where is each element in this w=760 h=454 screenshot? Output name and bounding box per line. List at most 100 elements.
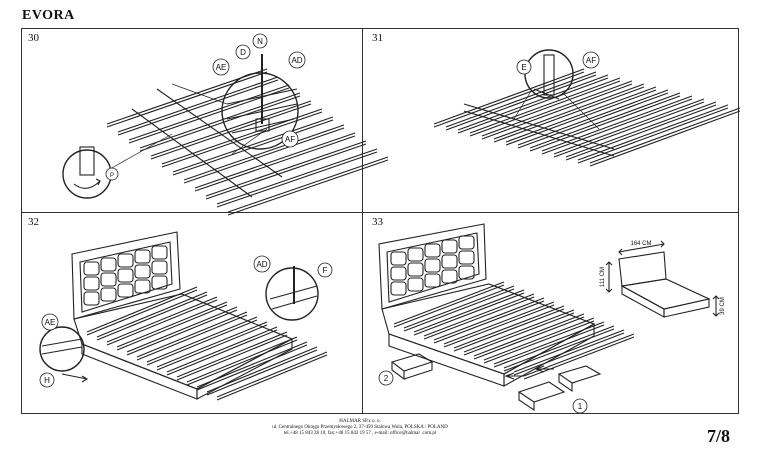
label-h: H xyxy=(44,376,50,385)
slat-line xyxy=(126,309,238,356)
slat-line xyxy=(457,77,609,134)
headboard-tuft xyxy=(390,281,407,296)
slat-line xyxy=(161,111,323,168)
slat-line xyxy=(216,151,378,208)
slat-line xyxy=(227,156,389,213)
headboard-tuft xyxy=(83,261,100,276)
slat-line xyxy=(565,104,717,161)
slat-line xyxy=(205,140,367,197)
label-one: 1 xyxy=(578,402,583,411)
slat-line xyxy=(227,159,389,216)
slat-line xyxy=(443,304,555,348)
slat-line xyxy=(206,346,318,393)
slat-line xyxy=(146,319,258,366)
slat-line xyxy=(483,317,595,361)
slat-line xyxy=(117,79,279,136)
slat-line xyxy=(186,339,298,386)
slat-line xyxy=(146,316,258,363)
grid-divider-horizontal xyxy=(21,212,739,213)
slat-line xyxy=(517,92,669,149)
slat-line xyxy=(553,98,705,155)
dim-length: 111 CM xyxy=(600,267,606,287)
headboard-tuft xyxy=(424,243,441,258)
label-two: 2 xyxy=(384,374,389,383)
slat-line xyxy=(139,92,301,149)
step-31-number: 31 xyxy=(372,32,383,44)
headboard-tuft xyxy=(390,251,407,266)
headboard-tuft xyxy=(424,258,441,273)
dim-width: 164 CM xyxy=(630,241,651,247)
dim-height: 39 CM xyxy=(720,297,726,315)
footer-address: ul. Centralnego Okręgu Przemysłowego 2, … xyxy=(272,425,448,430)
slat-line xyxy=(483,320,595,364)
headboard-tuft xyxy=(458,265,475,280)
slat-line xyxy=(505,89,657,146)
headboard-tuft xyxy=(424,273,441,288)
label-p: P xyxy=(110,173,114,179)
headboard-tuft xyxy=(100,257,117,272)
slat-line xyxy=(156,324,268,371)
slat-line xyxy=(183,127,345,184)
slat-line xyxy=(493,324,605,368)
slat-line xyxy=(96,294,208,341)
slat-line xyxy=(403,288,515,332)
slat-line xyxy=(445,71,597,128)
slat-line xyxy=(106,299,218,346)
slat-line xyxy=(433,71,585,128)
slat-line xyxy=(453,305,565,349)
footer-company: HALMAR SP.z o. o. xyxy=(339,419,381,424)
headboard-tuft xyxy=(458,250,475,265)
slat-line xyxy=(469,77,621,134)
headboard-tuft xyxy=(83,291,100,306)
slat-line xyxy=(161,108,323,165)
slat-line xyxy=(393,284,505,328)
slat-line xyxy=(473,313,585,357)
headboard-tuft xyxy=(441,239,458,254)
slat-line xyxy=(453,308,565,352)
headboard-tuft xyxy=(117,253,134,268)
headboard-tuft xyxy=(151,260,168,275)
slat-line xyxy=(481,83,633,140)
step-30-drawing: N D AE AD AF P xyxy=(62,33,389,216)
slat-line xyxy=(106,296,218,343)
headboard-tuft xyxy=(407,277,424,292)
slat-line xyxy=(443,301,555,345)
label-ae: AE xyxy=(216,63,227,72)
headboard-tuft xyxy=(458,235,475,250)
slat-line xyxy=(216,354,328,401)
label-e: E xyxy=(521,63,526,72)
slat-line xyxy=(176,334,288,381)
slat-line xyxy=(86,289,198,336)
slat-line xyxy=(577,107,729,164)
headboard-tuft xyxy=(407,247,424,262)
slat-line xyxy=(150,103,312,160)
slat-line xyxy=(126,306,238,353)
slat-line xyxy=(403,285,515,329)
grid-divider-vertical xyxy=(362,28,363,414)
slat-line xyxy=(172,116,334,173)
slat-line xyxy=(589,110,741,167)
headboard-tuft xyxy=(100,272,117,287)
label-ad: AD xyxy=(291,56,302,65)
slat-line xyxy=(96,291,208,338)
headboard-tuft xyxy=(134,279,151,294)
slat-line xyxy=(116,304,228,351)
slat-line xyxy=(176,331,288,378)
slat-line xyxy=(194,132,356,189)
headboard-tuft xyxy=(117,283,134,298)
slat-line xyxy=(194,135,356,192)
slat-line xyxy=(206,349,318,396)
slat-line xyxy=(473,316,585,360)
headboard-tuft xyxy=(390,266,407,281)
headboard-tuft xyxy=(100,287,117,302)
slat-line xyxy=(423,293,535,337)
slat-line xyxy=(505,86,657,143)
step-33-drawing: 2 1 164 CM 111 CM 39 CM xyxy=(378,223,726,414)
step-33-number: 33 xyxy=(372,216,383,228)
product-title: EVORA xyxy=(22,8,75,23)
slat-line xyxy=(186,336,298,383)
headboard-tuft xyxy=(407,262,424,277)
slat-line xyxy=(493,83,645,140)
label-af: AF xyxy=(285,135,295,144)
slat-line xyxy=(196,344,308,391)
